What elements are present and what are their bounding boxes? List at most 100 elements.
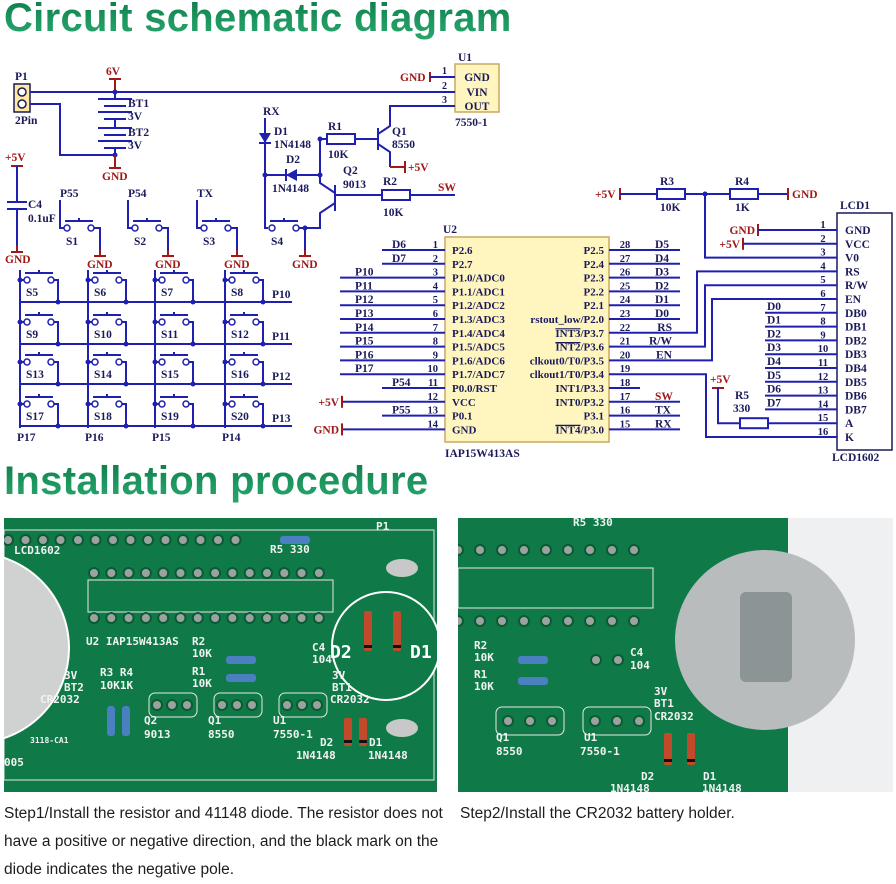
diode-component xyxy=(393,611,401,651)
net-label: P13 xyxy=(355,308,374,320)
pin-name: A xyxy=(845,418,854,430)
net-label: P55 xyxy=(392,405,411,417)
transistor-outline xyxy=(148,692,198,718)
switch-label: S3 xyxy=(203,236,215,248)
net-label: P11 xyxy=(355,280,373,292)
switch-contact xyxy=(200,224,208,232)
pin-number: 18 xyxy=(620,378,631,389)
wire xyxy=(162,227,169,250)
switch-label: S18 xyxy=(94,411,112,423)
solder-pad xyxy=(194,534,207,546)
r4-resistor xyxy=(729,188,759,200)
silkscreen-label: 10K xyxy=(474,651,494,664)
switch-contact xyxy=(224,224,232,232)
net-label: D4 xyxy=(655,253,669,265)
net-label: RX xyxy=(655,418,672,430)
solder-pad xyxy=(209,612,222,624)
net-label: P17 xyxy=(355,363,374,375)
solder-pad xyxy=(177,534,189,546)
pin-name: V0 xyxy=(845,253,859,265)
solder-pad xyxy=(540,544,552,556)
switch-contact xyxy=(87,224,95,232)
solder-pad xyxy=(278,567,291,579)
switch-contact xyxy=(228,318,236,326)
wire xyxy=(299,227,306,250)
solder-pad xyxy=(628,544,640,556)
switch-contact xyxy=(47,276,55,284)
gnd-label: GND xyxy=(102,171,128,183)
diode-component xyxy=(359,718,367,746)
silkscreen-label: 005 xyxy=(4,756,24,769)
switch-contact xyxy=(252,318,260,326)
switch-contact xyxy=(158,318,166,326)
silkscreen-label: 7550-1 xyxy=(580,745,620,758)
junction-dot xyxy=(55,381,61,387)
diode-component xyxy=(664,733,672,765)
pin-number: 14 xyxy=(428,419,439,430)
switch-contact xyxy=(115,276,123,284)
battery-holder-outline xyxy=(4,556,70,740)
switch-contact xyxy=(23,358,31,366)
solder-pad xyxy=(312,567,325,579)
solder-pad xyxy=(181,699,193,711)
solder-pad xyxy=(584,615,596,627)
diode-cathode-band xyxy=(344,740,352,743)
silkscreen-label: 104 xyxy=(630,659,650,672)
pin-number: 2 xyxy=(442,81,447,92)
solder-pad xyxy=(589,715,601,727)
solder-pad xyxy=(122,612,135,624)
pin-number: 2 xyxy=(433,254,438,265)
solder-pad xyxy=(458,615,464,627)
junction-dot xyxy=(85,277,91,283)
switch-label: S17 xyxy=(26,411,44,423)
silkscreen-label: Q1 xyxy=(496,731,510,744)
pin-number: 4 xyxy=(433,281,439,292)
d1-diode xyxy=(259,133,271,143)
net-label: D4 xyxy=(767,356,781,368)
switch-label: S19 xyxy=(161,411,179,423)
pin-number: 6 xyxy=(433,309,438,320)
pin-name: RS xyxy=(845,266,860,278)
pin-name: GND xyxy=(464,72,490,84)
solder-pad xyxy=(281,699,293,711)
junction-dot xyxy=(85,401,91,407)
solder-pad xyxy=(72,534,84,546)
label: C4 xyxy=(28,199,42,211)
switch-contact xyxy=(155,224,163,232)
junction-dot xyxy=(17,277,23,283)
pin-number: 14 xyxy=(818,399,829,410)
switch-contact xyxy=(158,400,166,408)
wire xyxy=(189,321,194,344)
sw-net-label: SW xyxy=(438,182,456,194)
pin-name: GND xyxy=(845,225,871,237)
silkscreen-label: U1 xyxy=(273,714,287,727)
gnd-label: GND xyxy=(87,259,113,271)
switch-contact xyxy=(91,358,99,366)
junction-dot xyxy=(190,341,196,347)
solder-pad xyxy=(151,699,163,711)
solder-pad xyxy=(590,654,602,666)
pin-number: 1 xyxy=(820,220,825,231)
solder-pad xyxy=(296,699,308,711)
switch-contact xyxy=(91,400,99,408)
pin-number: 23 xyxy=(620,309,631,320)
solder-pad xyxy=(157,567,170,579)
pin-number: 12 xyxy=(428,392,439,403)
net-label: RS xyxy=(657,322,672,334)
silkscreen-label: Q2 xyxy=(144,714,157,727)
wire xyxy=(196,200,201,229)
diode-cathode-band xyxy=(364,645,372,648)
pin-name: INT2/P3.6 xyxy=(555,342,604,354)
switch-contact xyxy=(158,276,166,284)
label: LCD1 xyxy=(840,200,870,212)
switch-contact xyxy=(131,224,139,232)
silkscreen-label: CR2032 xyxy=(330,693,370,706)
pin-number: 3 xyxy=(433,268,438,279)
silkscreen-label: BT2 xyxy=(64,681,84,694)
silkscreen-label: R1 xyxy=(474,668,488,681)
pin-name: DB3 xyxy=(845,349,867,361)
silkscreen-label: 1N4148 xyxy=(610,782,650,792)
pin-number: 13 xyxy=(428,406,439,417)
pin-number: 9 xyxy=(433,350,438,361)
